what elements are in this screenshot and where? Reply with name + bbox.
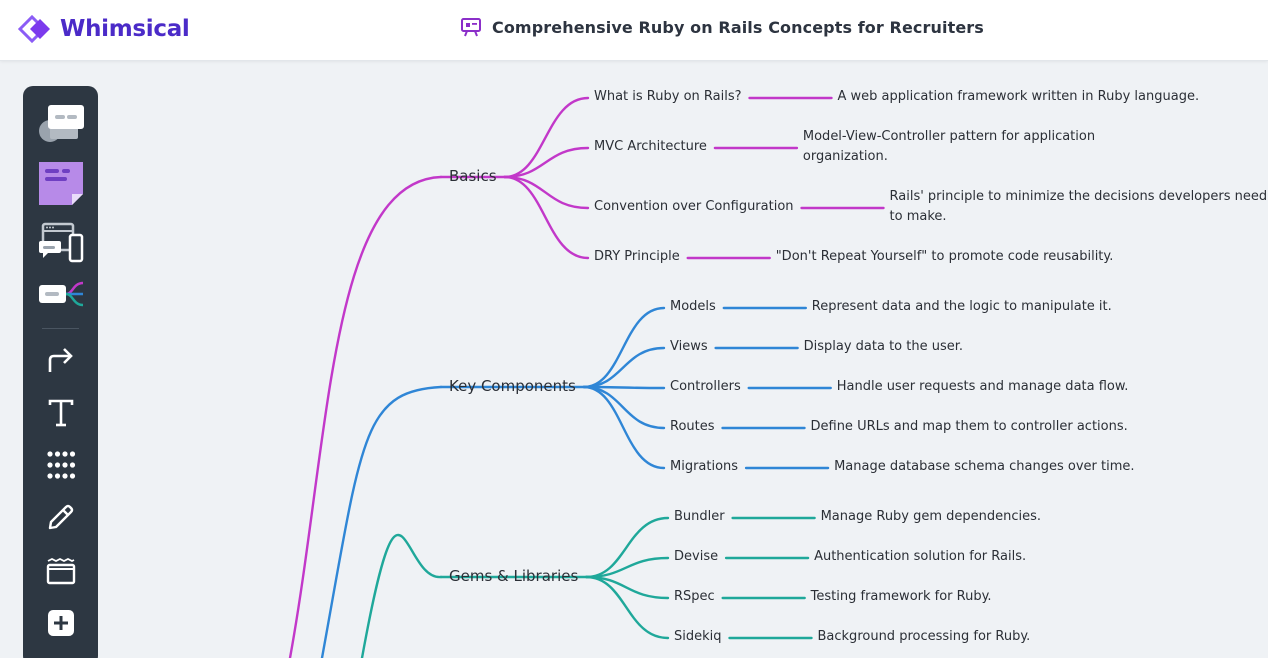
pencil-tool[interactable] (35, 494, 86, 540)
root-connector (288, 175, 443, 658)
wireframe-tool[interactable] (35, 220, 86, 266)
grid-tool[interactable] (35, 442, 86, 488)
plus-square-icon (47, 610, 74, 636)
document-title-text: Comprehensive Ruby on Rails Concepts for… (492, 17, 984, 37)
mind-map-description[interactable]: Define URLs and map them to controller a… (810, 419, 1128, 434)
sticky-note-tool[interactable] (35, 160, 86, 206)
mind-map-description[interactable]: Background processing for Ruby. (817, 629, 1031, 644)
presentation-board-icon (461, 18, 481, 37)
app-logo[interactable]: Whimsical (18, 14, 190, 44)
child-connector (503, 96, 590, 179)
pencil-icon (48, 504, 73, 530)
mind-map-topic[interactable]: RSpec (674, 589, 715, 604)
mind-map-topic[interactable]: Sidekiq (674, 629, 722, 644)
mind-map-branch[interactable]: Gems & Libraries (449, 567, 579, 585)
child-connector (582, 385, 666, 430)
mind-map-topic[interactable]: Migrations (670, 459, 739, 474)
insert-tool[interactable] (35, 600, 86, 646)
mind-map-canvas[interactable]: Basics What is Ruby on Rails? A web applic… (0, 61, 1268, 658)
mind-map-topic[interactable]: Controllers (670, 379, 741, 394)
child-connector (582, 306, 666, 389)
mind-map-description[interactable]: "Don't Repeat Yourself" to promote code … (775, 249, 1114, 264)
mind-map-description[interactable]: Testing framework for Ruby. (810, 589, 992, 604)
mind-map-icon (38, 281, 83, 307)
mind-map-branch[interactable]: Key Components (449, 377, 576, 395)
mind-map-tool[interactable] (35, 272, 86, 318)
child-connector (503, 175, 590, 210)
left-toolbar (23, 86, 98, 658)
mind-map-branch[interactable]: Basics (449, 167, 497, 185)
arrow-connector-icon (48, 348, 73, 372)
mind-map-description[interactable]: Model-View-Controller pattern for applic… (802, 129, 1096, 144)
root-connector (360, 533, 443, 658)
whimsical-diamond-icon (18, 14, 50, 44)
child-connector (585, 575, 670, 640)
grid-dots-icon (46, 451, 75, 479)
mind-map-connectors (288, 96, 885, 658)
mind-map-topic[interactable]: DRY Principle (594, 249, 680, 264)
mind-map-description[interactable]: Display data to the user. (803, 339, 964, 354)
card-shapes-icon (38, 105, 84, 142)
mind-map-topic[interactable]: MVC Architecture (594, 139, 707, 154)
child-connector (503, 146, 590, 179)
toolbar-divider (42, 328, 79, 329)
section-frame-icon (46, 557, 75, 585)
mind-map-description[interactable]: organization. (802, 149, 888, 164)
top-bar: Whimsical Comprehensive Ruby on Rails Co… (0, 0, 1268, 61)
text-tool[interactable] (35, 390, 86, 436)
mind-map-description[interactable]: Manage Ruby gem dependencies. (820, 509, 1042, 524)
app-name: Whimsical (60, 16, 190, 42)
child-connector (582, 385, 666, 470)
mind-map-topic[interactable]: Convention over Configuration (594, 199, 794, 214)
section-tool[interactable] (35, 548, 86, 594)
mind-map-description[interactable]: Handle user requests and manage data flo… (836, 379, 1129, 394)
mind-map-description[interactable]: to make. (889, 209, 947, 224)
mind-map-topic[interactable]: Routes (670, 419, 715, 434)
connector-tool[interactable] (35, 338, 86, 384)
child-connector (582, 346, 666, 389)
card-tool[interactable] (35, 100, 86, 146)
mind-map-topic[interactable]: Views (670, 339, 708, 354)
mind-map-description[interactable]: Authentication solution for Rails. (814, 549, 1027, 564)
mind-map-description[interactable]: Manage database schema changes over time… (834, 459, 1135, 474)
document-title[interactable]: Comprehensive Ruby on Rails Concepts for… (460, 17, 984, 37)
mind-map-description[interactable]: Represent data and the logic to manipula… (811, 299, 1112, 314)
root-connector (320, 385, 443, 658)
mind-map-topic[interactable]: Models (670, 299, 716, 314)
mind-map-topic[interactable]: What is Ruby on Rails? (594, 89, 742, 104)
wireframe-devices-icon (38, 222, 83, 263)
child-connector (585, 516, 670, 579)
mind-map-description[interactable]: Rails' principle to minimize the decisio… (889, 189, 1268, 204)
mind-map-description[interactable]: A web application framework written in R… (837, 89, 1200, 104)
child-connector (503, 175, 590, 260)
sticky-note-icon (38, 162, 83, 205)
text-icon (48, 399, 73, 427)
mind-map-topic[interactable]: Devise (674, 549, 719, 564)
mind-map-topic[interactable]: Bundler (674, 509, 725, 524)
